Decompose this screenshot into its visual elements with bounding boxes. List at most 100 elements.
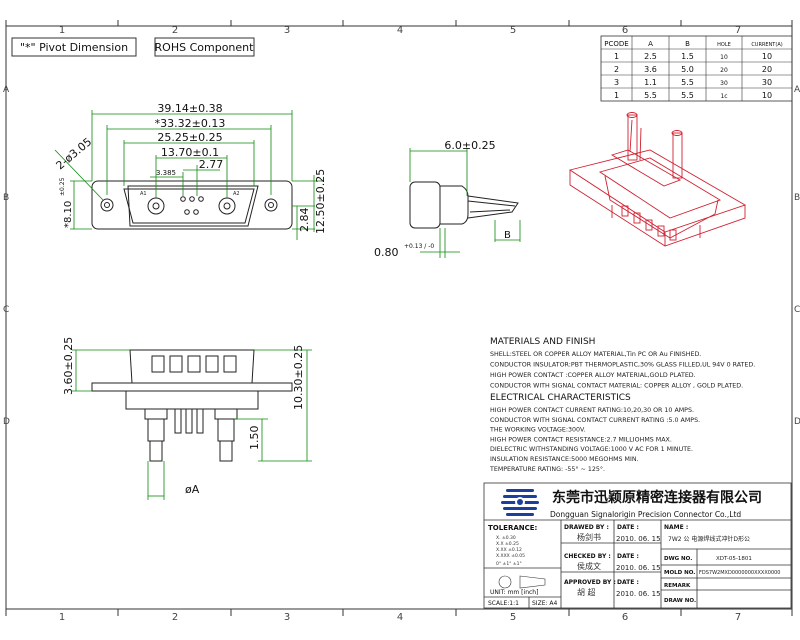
electrical-title: ELECTRICAL CHARACTERISTICS: [490, 393, 631, 403]
sheet-border: [5, 25, 793, 610]
title-block-texts: 东莞市迅颖原精密连接器有限公司 Dongguan Signalorigin Pre…: [488, 489, 781, 607]
grid-col-label-bottom: 2: [172, 612, 178, 623]
grid-rows-right: A B C D: [794, 85, 800, 427]
materials-block: MATERIALS AND FINISH SHELL:STEEL OR COPPE…: [489, 337, 755, 473]
bottom-view-dim-lines: [72, 349, 312, 500]
electrical-line: HIGH POWER CONTACT RESISTANCE:2.7 MILLIO…: [490, 436, 672, 443]
tolerance-row: X.X ±0.25: [496, 541, 519, 547]
grid-row-label-right: A: [794, 85, 800, 95]
pin-table-cell: 5.5: [681, 91, 694, 100]
pin-table-cell: 10: [720, 54, 728, 61]
company-name-cn: 东莞市迅颖原精密连接器有限公司: [552, 489, 762, 506]
grid-col-label-bottom: 3: [284, 612, 290, 623]
pivot-note-box: [11, 37, 137, 57]
materials-line: CONDUCTOR INSULATOR:PBT THERMOPLASTIC,30…: [490, 362, 755, 369]
role-label: DRAWED BY :: [564, 524, 609, 531]
pin-table-cell: 1: [614, 91, 619, 100]
grid-row-label-left: B: [3, 193, 9, 203]
grid-col-label-bottom: 1: [59, 612, 65, 623]
materials-title: MATERIALS AND FINISH: [490, 337, 595, 347]
pin-table-border: [600, 35, 793, 102]
dim-mount-hole: 2-ø3.05: [54, 135, 95, 172]
contact-label-a2: A2: [233, 191, 240, 197]
pin-table-header: PCODE: [604, 40, 628, 48]
projection-symbol-circle: [498, 575, 512, 589]
date-label: DATE :: [617, 553, 639, 560]
grid-col-label-top: 7: [735, 25, 741, 36]
pin-table-cell: 30: [762, 78, 772, 87]
remark-label: REMARK: [664, 583, 691, 589]
grid-col-label-top: 1: [59, 25, 65, 36]
pin-table-cell: 1: [614, 52, 619, 61]
grid-row-label-left: C: [3, 305, 9, 315]
grid-row-label-left: D: [3, 417, 10, 427]
dim-contact-spacing: 13.70±0.1: [161, 146, 219, 159]
dim-signal-offset: 3.385: [156, 169, 176, 177]
pivot-note: "*" Pivot Dimension: [20, 41, 128, 54]
electrical-line: INSULATION RESISTANCE:5000 MEGOHMS MIN.: [490, 456, 639, 463]
pin-table-cell: 20: [762, 65, 772, 74]
pin-table-header: B: [685, 40, 690, 48]
rohs-note: ROHS Component: [155, 41, 255, 54]
pin-table-cell: 3: [614, 78, 619, 87]
role-name: 杨剑书: [577, 532, 601, 542]
grid-row-label-right: D: [794, 417, 800, 427]
grid-col-label-bottom: 4: [397, 612, 403, 623]
date-label: DATE :: [617, 524, 639, 531]
pin-table-cell: 1.5: [681, 52, 694, 61]
mold-no-label: MOLD NO.: [664, 570, 695, 576]
projection-symbol-cone: [519, 575, 546, 589]
company-name-en: Dongguan Signalorigin Precision Connecto…: [550, 510, 741, 519]
dim-side-b: B: [504, 230, 511, 241]
materials-line: CONDUCTOR WITH SIGNAL CONTACT MATERIAL: …: [490, 383, 743, 390]
dim-side-depth: 6.0±0.25: [444, 139, 495, 152]
pin-table-cell: 3.6: [644, 65, 657, 74]
pin-table-cell: 30: [720, 80, 728, 87]
pin-table-cell: 5.5: [644, 91, 657, 100]
electrical-line: TEMPERATURE RATING: -55° ~ 125°.: [489, 465, 605, 473]
front-view-dim-lines: [54, 110, 322, 240]
mold-no-value: FDS7W2MXD0000000XXXX0000: [699, 570, 781, 576]
unit-label: UNIT: mm [inch]: [490, 589, 538, 596]
grid-row-label-right: C: [794, 305, 800, 315]
dim-shell-width: 25.25±0.25: [157, 131, 222, 144]
materials-line: HIGH POWER CONTACT :COPPER ALLOY MATERIA…: [490, 372, 696, 379]
grid-col-label-bottom: 5: [510, 612, 516, 623]
tolerance-row: X. ±0.30: [496, 535, 516, 541]
grid-col-label-top: 2: [172, 25, 178, 36]
grid-row-label-right: B: [794, 193, 800, 203]
date-value: 2010. 06. 15: [616, 590, 661, 598]
draw-no-label: DRAW NO.: [664, 598, 696, 604]
pin-table-header: A: [648, 40, 653, 48]
role-name: 侯成文: [577, 561, 601, 571]
pin-table-header: HOLE: [717, 42, 731, 48]
electrical-line: THE WORKING VOLTAGE:300V.: [489, 427, 586, 434]
grid-col-label-top: 4: [397, 25, 403, 36]
pin-table-cell: 10: [762, 52, 772, 61]
contact-label-a1: A1: [140, 191, 147, 197]
pin-table-cell: 1c: [720, 93, 727, 100]
date-label: DATE :: [617, 579, 639, 586]
company-logo: [501, 489, 539, 516]
pin-table-cell: 5.5: [681, 78, 694, 87]
dwg-no-label: DWG NO.: [664, 556, 692, 562]
pin-table-header: CURRENT(A): [751, 42, 782, 48]
front-view: [91, 180, 293, 230]
grid-col-label-bottom: 6: [622, 612, 628, 623]
electrical-line: DIELECTRIC WITHSTANDING VOLTAGE:1000 V A…: [490, 446, 693, 453]
dim-right-height: 12.50±0.25: [314, 169, 327, 234]
role-name: 胡 超: [577, 587, 596, 597]
dim-bottom-left: 3.60±0.25: [62, 337, 75, 395]
dim-left-height: *8.10: [63, 201, 74, 228]
materials-line: SHELL:STEEL OR COPPER ALLOY MATERIAL,Tin…: [490, 351, 701, 358]
dim-hole-spacing: *33.32±0.13: [155, 117, 226, 130]
grid-col-label-top: 6: [622, 25, 628, 36]
bottom-view: [91, 349, 293, 462]
title-block: [483, 482, 792, 609]
dim-right-small: 2.84: [298, 208, 311, 233]
